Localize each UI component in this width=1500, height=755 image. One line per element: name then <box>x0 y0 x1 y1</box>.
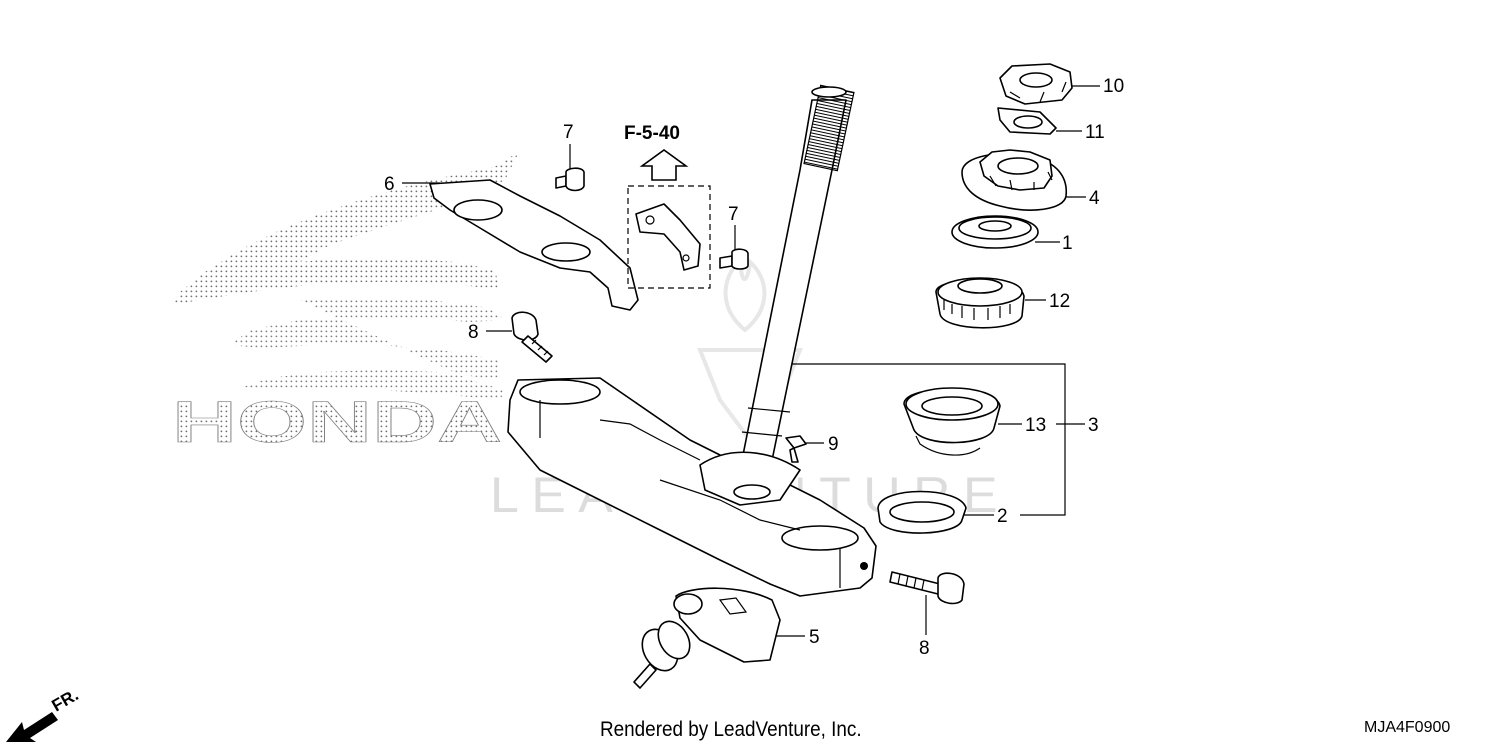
leader-lines <box>402 85 1100 637</box>
callout-6: 6 <box>384 174 395 195</box>
callout-4: 4 <box>1089 188 1100 209</box>
part-lower-bearing <box>903 387 1001 456</box>
part-bracket-plate <box>429 179 639 311</box>
reference-arrow <box>639 149 689 181</box>
part-screw-7b <box>719 248 749 270</box>
callout-8b: 8 <box>919 638 930 659</box>
callout-9: 9 <box>828 434 839 455</box>
callout-7b: 7 <box>728 204 739 225</box>
part-screw-7a <box>555 167 585 192</box>
callout-1: 1 <box>1062 233 1073 254</box>
diagram-code: MJA4F0900 <box>1364 719 1451 736</box>
part-lock-nut <box>999 63 1073 105</box>
reference-bracket-outline <box>627 185 711 289</box>
reference-label: F-5-40 <box>624 123 680 144</box>
front-direction-arrow: FR. <box>6 685 82 742</box>
callout-3: 3 <box>1088 415 1099 436</box>
part-screw-9 <box>785 435 807 463</box>
callout-11: 11 <box>1085 122 1105 143</box>
part-ignition-lock <box>633 587 781 689</box>
callout-labels: 10 11 4 1 12 13 3 2 9 7 7 6 8 8 5 <box>384 76 1124 659</box>
callout-7a: 7 <box>563 122 574 143</box>
callout-8a: 8 <box>468 322 479 343</box>
part-bolt-8a <box>511 311 553 363</box>
callout-12: 12 <box>1049 291 1070 312</box>
part-steering-stem <box>739 84 855 471</box>
part-bolt-8b <box>889 571 965 605</box>
callout-13: 13 <box>1025 415 1046 436</box>
callout-10: 10 <box>1103 76 1124 97</box>
render-credit: Rendered by LeadVenture, Inc. <box>600 718 862 741</box>
part-dust-seal <box>951 215 1039 249</box>
part-bottom-bridge <box>507 377 877 597</box>
callout-5: 5 <box>809 627 820 648</box>
honda-watermark-text: HONDA <box>172 390 502 455</box>
part-lock-washer <box>997 107 1057 135</box>
front-direction-label: FR. <box>49 685 82 715</box>
part-upper-bearing <box>935 277 1025 329</box>
part-adjusting-nut <box>961 149 1068 211</box>
part-lower-dust-seal <box>877 490 967 534</box>
callout-2: 2 <box>997 506 1008 527</box>
